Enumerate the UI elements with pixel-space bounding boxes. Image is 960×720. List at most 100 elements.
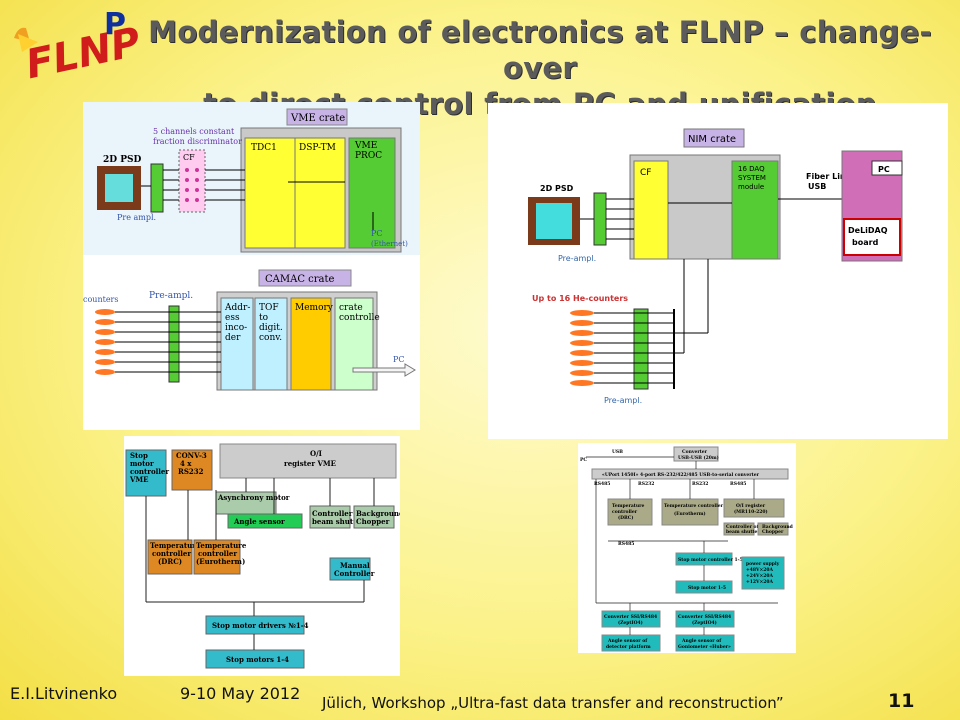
discriminator-line-2: fraction discriminator [153, 137, 242, 146]
ctrl-beam-2: beam shutter [312, 517, 365, 526]
psd-label-b: 2D PSD [540, 184, 574, 193]
ethernet-label: (Ethernet) [371, 240, 408, 248]
tof-3: digit. [259, 323, 283, 333]
angle1-d-2: detector platform [606, 644, 651, 650]
vme-proc-label-1: VME [354, 141, 377, 151]
stop-motor-vme-diagram: Stop motor controller VME CONV-3 4 x RS2… [124, 436, 400, 676]
preampl2-label: Pre-ampl. [149, 291, 193, 301]
angle1-d-1: Angle sensor of [607, 638, 648, 644]
background-d-1: Background [762, 524, 794, 530]
converter-2: USB-USB (20m) [678, 454, 719, 461]
pc-label-b: PC [878, 165, 890, 174]
angle2-d-1: Angle sensor of [681, 638, 722, 644]
footer-date: 9-10 May 2012 [180, 684, 301, 703]
psd-label: 2D PSD [103, 155, 141, 165]
oi-2: register VME [284, 459, 336, 468]
discriminator-line-1: 5 channels constant [153, 127, 235, 136]
temp2-2: controller [198, 549, 237, 558]
usb-serial-diagram: USB PC Converter USB-USB (20m) «UPort 14… [578, 443, 796, 653]
daq-3: module [738, 183, 764, 191]
delidaq-1: DeLiDAQ [848, 226, 888, 235]
async-motor: Asynchrony motor [217, 493, 290, 502]
power-1: power supply [746, 561, 780, 567]
cf-label-b: CF [640, 168, 651, 178]
cf-label: CF [183, 153, 195, 162]
counters-label: counters [83, 295, 118, 304]
daq-1: 16 DAQ [738, 165, 765, 173]
footer-author: E.I.Litvinenko [10, 684, 118, 703]
preampl2-label-b: Pre-ampl. [604, 396, 642, 405]
temp2-3: (Eurotherm) [196, 557, 245, 566]
temp1-d-2: controller [612, 509, 638, 515]
crate-ctrl-1: crate [339, 303, 363, 313]
temp1-1: Temperature [150, 541, 201, 550]
conv2-d-2: (ZeptIO4) [692, 619, 717, 626]
he-counters-label: Up to 16 He-counters [532, 294, 628, 303]
rs485-a: RS485 [594, 481, 610, 487]
power-2: +48V×20A [746, 567, 774, 573]
tof-1: TOF [259, 303, 279, 313]
oi-d-1: O/I register [736, 503, 766, 509]
page-number: 11 [888, 690, 915, 712]
tof-4: conv. [259, 333, 282, 343]
svg-text:P: P [104, 8, 126, 42]
title-line-1: Modernization of electronics at FLNP – c… [148, 15, 932, 85]
background-1: Background [356, 509, 400, 518]
temp2-d-2: (Eurotherm) [674, 510, 706, 517]
conv2-d-1: Converter SSI/RS484 [678, 614, 731, 620]
motors-label: Stop motors 1-4 [226, 655, 289, 664]
vme-crate-label: VME crate [290, 113, 345, 124]
memory-label: Memory [295, 303, 334, 313]
temp2-1: Temperature [196, 541, 247, 550]
vme-proc-label-2: PROC [355, 151, 382, 161]
converter-1: Converter [682, 449, 708, 455]
vme-camac-diagram: VME crate TDC1 DSP-TM VME PROC PC (Ether… [83, 102, 420, 430]
ctrl-beam-d-1: Controller of [726, 524, 760, 530]
uport-label: «UPort 1450I» 4-port RS-232/422/485 USB-… [602, 472, 760, 478]
ctrl-beam-1: Controller of [312, 509, 363, 518]
conv-3: RS232 [178, 467, 204, 476]
conv-2: 4 x [180, 459, 192, 468]
background-2: Chopper [356, 517, 390, 526]
ctrl-beam-d-2: beam shutter [726, 529, 760, 535]
conv1-d-2: (ZeptIO4) [618, 619, 643, 626]
stop-motor-d: Stop motor 1-5 [688, 585, 726, 591]
delidaq-2: board [852, 238, 879, 247]
tdc-label: TDC1 [251, 143, 277, 153]
flnp-logo: FLNP P [8, 7, 145, 88]
pc-label: PC [371, 229, 383, 238]
stop-ctrl-d: Stop motor controller 1-5 [678, 557, 743, 563]
temp2-d-1: Temperature controller [664, 503, 724, 509]
pc2-label: PC [393, 355, 405, 364]
conv-1: CONV-3 [176, 451, 207, 460]
smc-3: controller [130, 467, 169, 476]
preampl-label: Pre ampl. [117, 213, 156, 222]
addr-1: Addr- [224, 303, 250, 313]
footer-event: Jülich, Workshop „Ultra-fast data transf… [322, 694, 784, 712]
daq-2: SYSTEM [738, 174, 766, 182]
smc-2: motor [130, 459, 154, 468]
smc-4: VME [129, 475, 149, 484]
temp1-3: (DRC) [158, 557, 182, 566]
power-3: +24V×20A [746, 573, 774, 579]
oi-1: O/I [310, 449, 322, 458]
temp1-2: controller [152, 549, 191, 558]
preampl-label-b: Pre-ampl. [558, 254, 596, 263]
power-4: +12V×20A [746, 579, 774, 585]
addr-2: ess [225, 313, 240, 323]
angle2-d-2: Goniometer «Huber» [678, 644, 731, 650]
rs485-c: RS485 [618, 541, 634, 547]
fiber-2: USB [808, 182, 826, 191]
rs232-a: RS232 [638, 481, 654, 487]
angle-sensor: Angle sensor [233, 517, 285, 526]
dsp-label: DSP-TM [299, 143, 336, 153]
camac-crate-label: CAMAC crate [265, 274, 335, 285]
addr-3: inco- [225, 323, 247, 333]
tof-2: to [259, 313, 268, 323]
nim-crate-label: NIM crate [688, 134, 736, 145]
pc-label-d: PC [580, 457, 587, 463]
manual-1: Manual [340, 561, 370, 570]
conv1-d-1: Converter SSI/RS484 [604, 614, 657, 620]
oi-d-2: (MR110-220) [734, 508, 768, 515]
addr-4: der [225, 333, 241, 343]
